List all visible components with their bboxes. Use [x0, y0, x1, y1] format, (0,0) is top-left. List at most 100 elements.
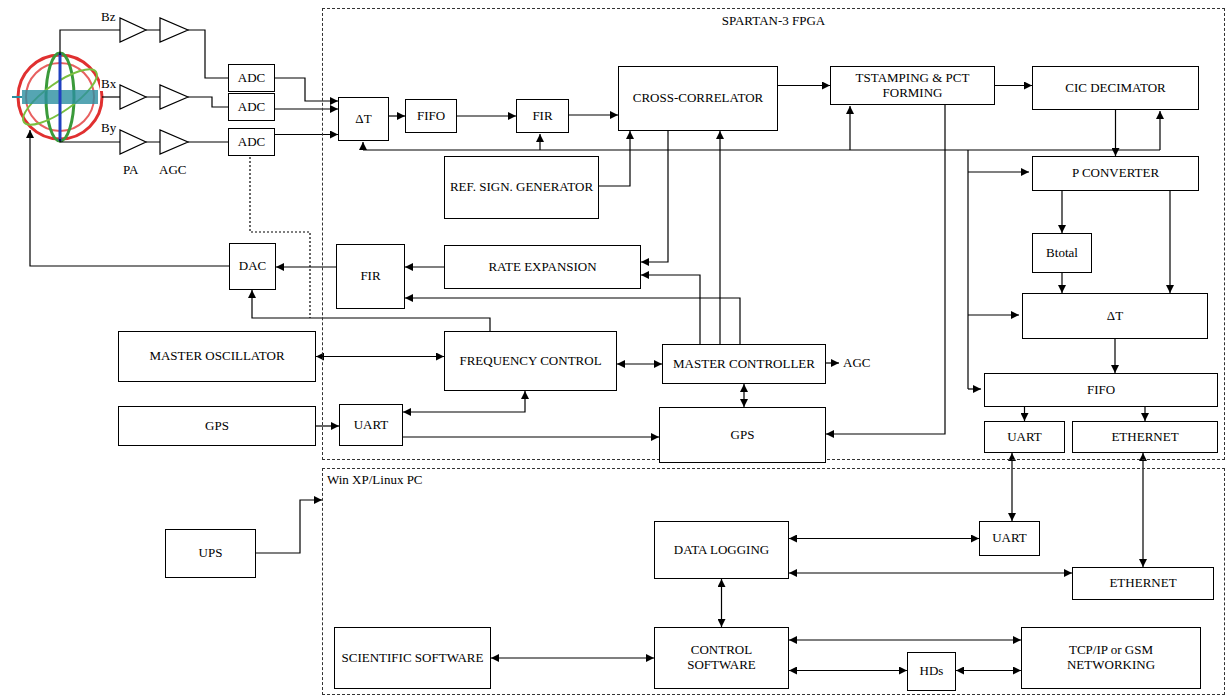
process-block: MASTER OSCILLATOR [118, 331, 316, 382]
signal-label: By [100, 120, 117, 135]
sensor-core [12, 96, 22, 98]
connector [1115, 110, 1116, 156]
connector [789, 639, 1021, 640]
process-block: HDs [907, 652, 956, 691]
connector [719, 131, 720, 344]
process-block: CROSS-CORRELATOR [618, 66, 778, 131]
block-label: FIFO [1087, 383, 1115, 398]
block-label: FREQUENCY CONTROL [459, 354, 601, 369]
connector [641, 131, 668, 262]
process-block: SCIENTIFIC SOFTWARE [334, 627, 491, 689]
block-label: MASTER CONTROLLER [673, 357, 815, 372]
connector [1061, 273, 1062, 293]
connector [405, 266, 444, 267]
connector [641, 275, 700, 344]
block-label: ADC [238, 71, 265, 86]
process-block: DAC [229, 243, 276, 290]
connector [275, 134, 338, 135]
block-label: ADC [238, 100, 265, 115]
sensor-illustration [12, 53, 104, 141]
preamp-symbol [120, 85, 146, 109]
process-block: RATE EXPANSION [444, 245, 641, 289]
block-label: UART [354, 418, 389, 433]
block-label: Btotal [1046, 246, 1078, 261]
wire [188, 97, 228, 107]
wire [102, 96, 120, 97]
connector [316, 356, 444, 357]
agc-amp-symbol [160, 18, 188, 42]
block-label: CIC DECIMATOR [1065, 81, 1166, 96]
connector [1024, 407, 1025, 421]
agc-amp-symbol [160, 85, 188, 109]
block-label: GPS [731, 428, 755, 443]
connector [1144, 407, 1145, 421]
connector [599, 131, 630, 186]
bus-tap [849, 106, 850, 150]
wire [60, 30, 120, 55]
amplifiers [120, 18, 188, 154]
process-block: ADC [228, 64, 275, 92]
board-boundary: Win XP/Linux PCDATA LOGGINGUARTETHERNETS… [322, 468, 1225, 695]
process-block: ΔT [338, 97, 389, 141]
connector [403, 391, 525, 412]
wire [188, 30, 228, 78]
signal-label: Bz [100, 9, 116, 24]
connector [389, 115, 405, 116]
preamp-symbol [120, 18, 146, 42]
process-block: FIFO [405, 99, 457, 133]
connector [457, 115, 516, 116]
block-label: CONTROL SOFTWARE [659, 643, 784, 673]
preamp-symbol [120, 130, 146, 154]
process-block: FIR [336, 244, 405, 309]
block-label: ADC [238, 135, 265, 150]
bus-tap [968, 171, 1029, 172]
block-label: ETHERNET [1111, 430, 1178, 445]
connector [789, 670, 907, 671]
board-boundary: SPARTAN-3 FPGA ΔT FIFO FIR CROSS-CORRELATOR T… [322, 8, 1225, 460]
process-block: UART [339, 404, 403, 446]
block-label: CROSS-CORRELATOR [633, 91, 764, 106]
bus-tap [968, 388, 981, 389]
region-title: Win XP/Linux PC [327, 472, 423, 488]
process-block: UPS [165, 529, 256, 578]
connector [403, 436, 659, 437]
bus-tap [539, 134, 540, 150]
block-label: DATA LOGGING [674, 543, 769, 558]
block-label: UART [1007, 430, 1042, 445]
connector [617, 363, 662, 364]
process-block: GPS [118, 406, 316, 446]
connector [721, 579, 722, 627]
process-block: TSTAMPING & PCT FORMING [830, 66, 995, 105]
block-label: SCIENTIFIC SOFTWARE [342, 651, 484, 666]
region-title: SPARTAN-3 FPGA [323, 13, 1224, 29]
connector [789, 538, 979, 539]
signal-label: Bx [100, 76, 117, 91]
connector [1011, 453, 1012, 521]
block-label: UART [992, 531, 1027, 546]
connector [1061, 191, 1062, 233]
process-block: CONTROL SOFTWARE [654, 627, 789, 689]
process-block: UART [984, 421, 1065, 453]
process-block: Btotal [1032, 233, 1092, 273]
wire [60, 139, 120, 142]
process-block: DATA LOGGING [654, 521, 789, 579]
connector [316, 425, 339, 426]
process-block: FIR [516, 99, 569, 133]
connector [826, 105, 945, 434]
connector [1169, 191, 1170, 293]
block-label: FIR [360, 269, 380, 284]
connector [789, 572, 1072, 573]
agc-amp-symbol [160, 130, 188, 154]
block-label: HDs [920, 664, 944, 679]
block-label: TCP/IP or GSM NETWORKING [1026, 643, 1196, 673]
connector [995, 85, 1032, 86]
process-block: P CONVERTER [1032, 156, 1199, 191]
signal-label: PA [122, 162, 139, 177]
connector [778, 85, 830, 86]
connector [1142, 453, 1143, 567]
signal-label: AGC [158, 162, 187, 177]
signal-label: AGC [842, 355, 871, 370]
block-label: FIFO [417, 109, 445, 124]
block-label: ΔT [1107, 309, 1123, 324]
